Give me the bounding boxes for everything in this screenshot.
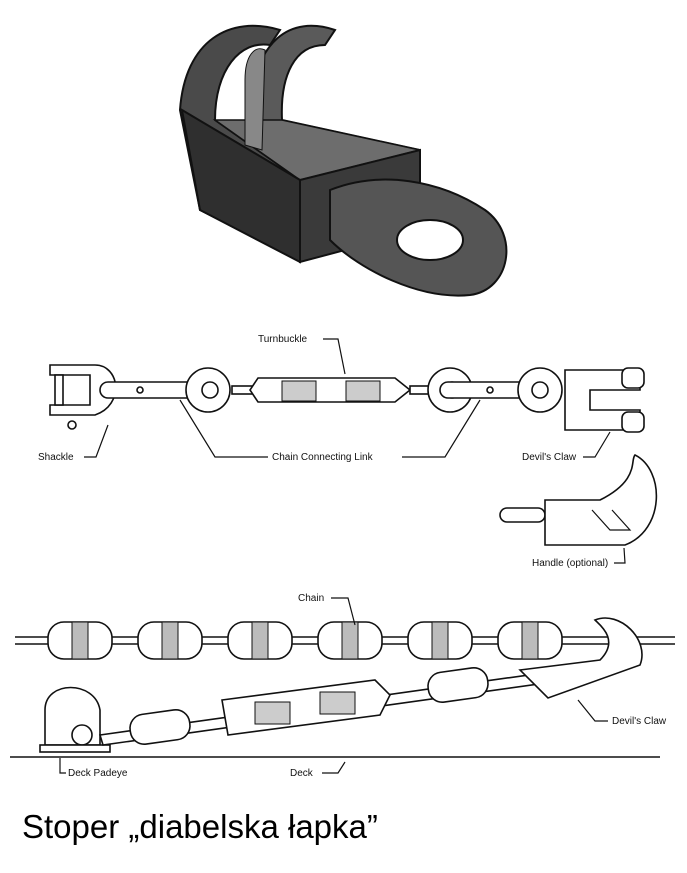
chain-link-stud [341, 621, 359, 660]
label-shackle: Shackle [38, 452, 74, 463]
chain-connecting-link-right [439, 367, 563, 413]
stopper-assembly-drawing [39, 617, 643, 753]
label-turnbuckle: Turnbuckle [258, 334, 308, 345]
label-chain-connecting-link: Chain Connecting Link [272, 452, 374, 463]
chain-link-stud [71, 621, 89, 660]
chain-link-stud [521, 621, 539, 660]
hook-with-handle-drawing [499, 454, 658, 546]
devils-claw-top-drawing [564, 367, 645, 433]
label-deck-padeye: Deck Padeye [68, 768, 128, 779]
chain-link-stud [161, 621, 179, 660]
label-devils-claw-top: Devil's Claw [522, 452, 577, 463]
devils-claw-3d-illustration [178, 24, 508, 297]
shackle-drawing [49, 364, 117, 430]
label-devils-claw-bottom: Devil's Claw [612, 716, 667, 727]
label-deck: Deck [290, 768, 314, 779]
label-handle: Handle (optional) [532, 558, 608, 569]
chain-link-stud [251, 621, 269, 660]
chain-drawing [15, 621, 675, 660]
turnbuckle-drawing [185, 367, 473, 413]
chain-connecting-link-left [99, 381, 196, 399]
label-chain: Chain [298, 593, 324, 604]
caption-title: Stoper „diabelska łapka” [22, 808, 378, 845]
chain-link-stud [431, 621, 449, 660]
